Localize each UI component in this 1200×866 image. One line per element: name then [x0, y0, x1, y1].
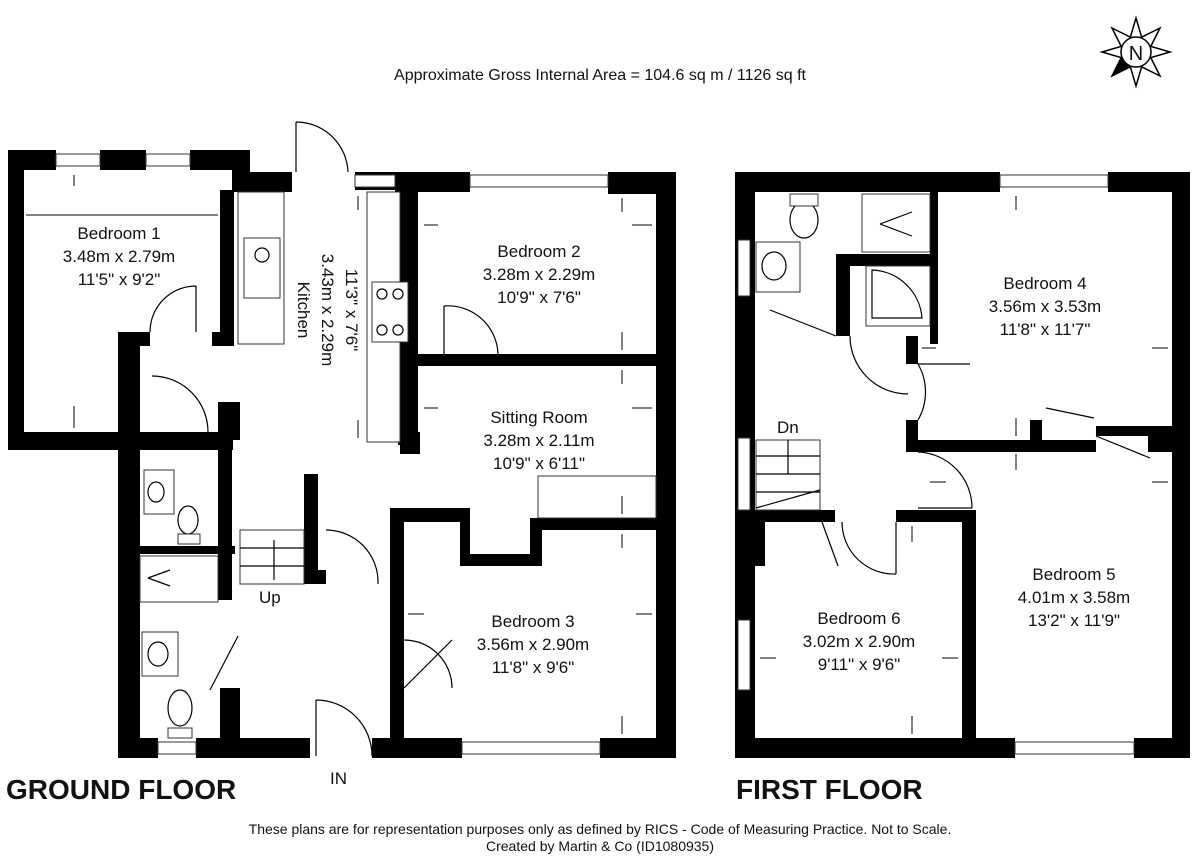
room-imperial: 9'11" x 9'6"	[818, 655, 901, 674]
room-name: Sitting Room	[490, 408, 587, 427]
room-metric: 3.56m x 3.53m	[989, 297, 1101, 316]
room-imperial: 13'2" x 11'9"	[1028, 611, 1120, 630]
credit-text: Created by Martin & Co (ID1080935)	[486, 838, 714, 854]
room-metric: 3.28m x 2.11m	[483, 431, 594, 450]
room-name: Bedroom 6	[817, 609, 900, 628]
room-metric: 3.02m x 2.90m	[803, 632, 915, 651]
first-floor-windows	[737, 174, 1135, 755]
room-imperial: 10'9" x 6'11"	[493, 454, 585, 473]
room-name: Bedroom 5	[1032, 565, 1115, 584]
room-name: Kitchen	[294, 282, 313, 339]
room-metric: 3.28m x 2.29m	[483, 265, 595, 284]
room-metric: 3.43m x 2.29m	[318, 254, 337, 366]
room-imperial: 11'8" x 9'6"	[492, 658, 575, 677]
stairs-down-label: Dn	[777, 418, 799, 437]
room-imperial: 10'9" x 7'6"	[497, 288, 581, 307]
room-bedroom1: Bedroom 1 3.48m x 2.79m 11'5" x 9'2"	[63, 224, 175, 289]
room-name: Bedroom 1	[77, 224, 160, 243]
room-name: Bedroom 3	[491, 612, 574, 631]
room-metric: 4.01m x 3.58m	[1018, 588, 1130, 607]
room-kitchen: Kitchen 3.43m x 2.29m 11'3" x 7'6"	[294, 254, 361, 366]
room-imperial: 11'8" x 11'7"	[1000, 320, 1091, 339]
room-metric: 3.56m x 2.90m	[477, 635, 589, 654]
room-bedroom5: Bedroom 5 4.01m x 3.58m 13'2" x 11'9"	[1018, 565, 1130, 630]
room-metric: 3.48m x 2.79m	[63, 247, 175, 266]
room-imperial: 11'5" x 9'2"	[78, 270, 161, 289]
stairs-up-label: Up	[259, 588, 281, 607]
ground-floor-dimensions	[26, 175, 652, 734]
entrance-label: IN	[330, 769, 347, 788]
room-bedroom3: Bedroom 3 3.56m x 2.90m 11'8" x 9'6"	[477, 612, 589, 677]
room-bedroom4: Bedroom 4 3.56m x 3.53m 11'8" x 11'7"	[989, 274, 1101, 339]
first-floor-dimensions	[760, 196, 1168, 734]
compass-icon: N	[1099, 15, 1173, 89]
room-sitting-room: Sitting Room 3.28m x 2.11m 10'9" x 6'11"	[483, 408, 594, 473]
first-floor-title: FIRST FLOOR	[736, 774, 923, 805]
ground-floor-windows	[55, 153, 609, 755]
ground-floor-title: GROUND FLOOR	[6, 774, 236, 805]
room-name: Bedroom 4	[1003, 274, 1086, 293]
disclaimer-text: These plans are for representation purpo…	[249, 821, 952, 837]
compass-letter: N	[1129, 43, 1143, 65]
ground-floor-fixtures	[139, 121, 657, 757]
room-bedroom6: Bedroom 6 3.02m x 2.90m 9'11" x 9'6"	[803, 609, 915, 674]
first-floor-fixtures	[755, 193, 1151, 575]
ground-floor-walls	[8, 150, 676, 758]
room-bedroom2: Bedroom 2 3.28m x 2.29m 10'9" x 7'6"	[483, 242, 595, 307]
room-name: Bedroom 2	[497, 242, 580, 261]
room-imperial: 11'3" x 7'6"	[342, 269, 361, 352]
area-text: Approximate Gross Internal Area = 104.6 …	[394, 67, 806, 84]
